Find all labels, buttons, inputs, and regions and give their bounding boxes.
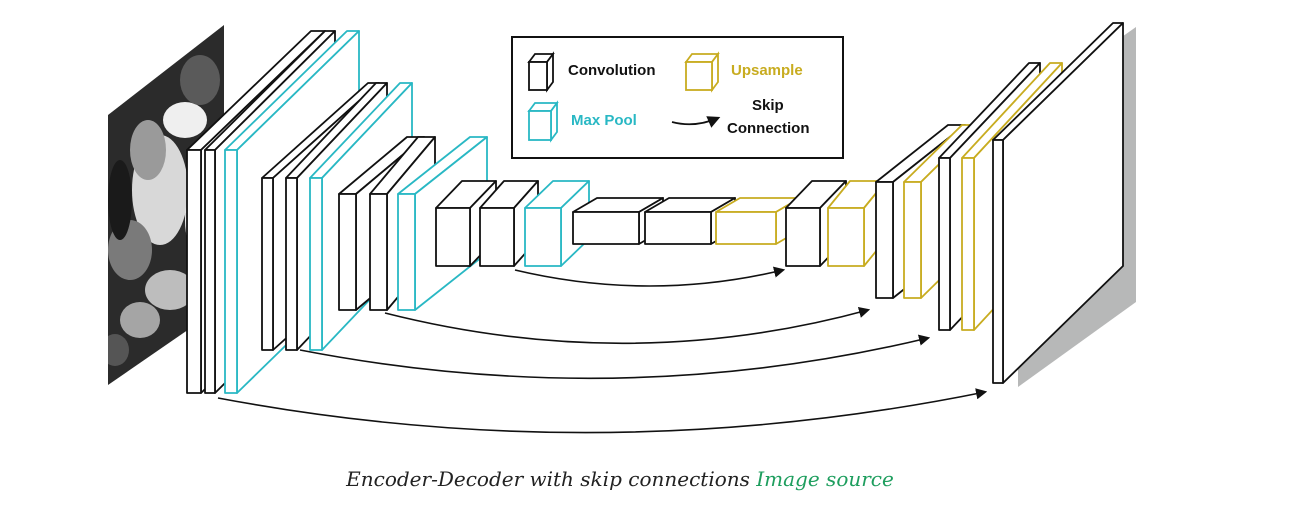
caption-text: Encoder-Decoder with skip connections	[346, 467, 750, 491]
encoder-decoder-diagram: Convolution Upsample Max Pool Skip Conne…	[108, 22, 1136, 434]
legend-max-pool-label: Max Pool	[571, 112, 637, 129]
legend-skip-arrow-icon	[671, 116, 721, 128]
legend-skip-label-line2: Connection	[727, 120, 810, 137]
legend-skip-label-line1: Skip	[752, 97, 784, 114]
network-layers	[186, 22, 1124, 394]
image-source-link[interactable]: Image source	[756, 467, 894, 491]
legend-upsample-icon	[684, 51, 720, 93]
skip-arrow	[384, 306, 871, 345]
skip-arrow	[217, 388, 988, 434]
legend-box	[511, 36, 844, 159]
skip-arrow	[514, 266, 786, 287]
legend: Convolution Upsample Max Pool Skip Conne…	[511, 36, 844, 159]
skip-arrow	[299, 334, 931, 380]
legend-convolution-label: Convolution	[568, 62, 655, 79]
legend-max-pool-icon	[527, 100, 559, 143]
legend-convolution-icon	[527, 51, 555, 93]
legend-upsample-label: Upsample	[731, 62, 803, 79]
input-mri-image	[108, 25, 224, 385]
convolution-block	[992, 22, 1124, 384]
figure-caption: Encoder-Decoder with skip connections Im…	[0, 467, 1240, 491]
skip-connections	[217, 266, 988, 434]
